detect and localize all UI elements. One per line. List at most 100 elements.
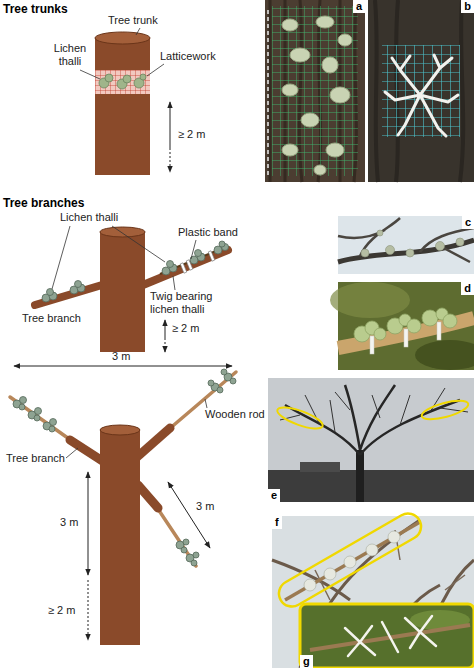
photo-d-part: [330, 282, 410, 318]
rod-drawing-part: [70, 440, 104, 462]
section-heading: Tree trunks: [3, 2, 68, 16]
panel-letter: b: [461, 0, 474, 13]
branch-drawing-part: [100, 232, 145, 352]
photo-c-part-part: [456, 238, 464, 246]
photo-d: [330, 282, 474, 370]
trunk-drawing-part-part: [123, 75, 131, 83]
branch-drawing-part: [180, 251, 215, 273]
trunk-drawing-part: [80, 28, 164, 79]
photo-d-part-part: [407, 319, 421, 333]
branch-drawing-part: [165, 320, 166, 338]
trunk-drawing-part-part: [105, 74, 113, 82]
photo-panel: c: [338, 216, 474, 274]
rod-drawing-part-part: [20, 397, 27, 404]
rod-drawing-part: [88, 580, 89, 640]
photo-a-part-part: [326, 143, 344, 157]
photo-d-part-part: [374, 328, 386, 340]
rod-drawing-part: [100, 430, 140, 645]
part-label: 3 m: [196, 500, 214, 513]
branch-drawing-part: [100, 227, 145, 237]
photo-d-part-part: [370, 336, 374, 354]
photo-a-part-part: [322, 57, 338, 73]
part-label: 3 m: [112, 350, 130, 363]
photo-d-part-part: [422, 310, 438, 326]
part-label: 3 m: [60, 516, 78, 529]
trunk-drawing-part: [170, 148, 171, 172]
branch-drawing-part-part: [219, 241, 225, 247]
rod-drawing-part: [14, 366, 232, 367]
rod-drawing-part-part: [19, 404, 25, 410]
part-label: Latticework: [160, 50, 216, 63]
branch-drawing-part-part: [52, 226, 70, 289]
photo-g-part: [345, 616, 436, 656]
rod-drawing: [10, 366, 236, 645]
branch-drawing-part-part: [208, 251, 215, 261]
rod-drawing-part: [168, 372, 236, 430]
branch-drawing-part-part: [195, 250, 202, 257]
photo-panel: b: [368, 0, 474, 182]
photo-e-part: [268, 378, 474, 502]
photo-e: [268, 378, 474, 502]
rod-drawing-part: [10, 397, 72, 441]
branch-drawing-part: [52, 226, 196, 290]
trunk-drawing-part: [95, 38, 150, 175]
photo-a-part-part: [301, 113, 319, 127]
rod-drawing-part: [88, 472, 89, 575]
panel-corner: b: [461, 0, 474, 13]
trunk-drawing: [80, 28, 170, 175]
branch-drawing-part: [35, 285, 102, 305]
photo-f-part: [285, 522, 420, 600]
panel-letter: d: [461, 282, 474, 295]
trunk-drawing-part-part: [80, 70, 100, 79]
photo-c-part-part: [406, 249, 414, 257]
rod-drawing-part-part: [221, 369, 227, 375]
part-label: ≥ 2 m: [178, 128, 205, 141]
photo-a-part-part: [282, 84, 298, 96]
part-label: Wooden rod: [205, 408, 265, 421]
rod-drawing-part-part: [183, 539, 189, 545]
photo-c-part: [338, 240, 474, 262]
photo-d-part-part: [443, 314, 457, 328]
branch-drawing-part-part: [173, 276, 175, 290]
photo-c-part-part: [386, 246, 395, 255]
photo-b-part: [375, 0, 463, 182]
rod-drawing-part-part: [35, 408, 42, 415]
photo-a-part: [272, 6, 358, 176]
photo-f-part: [274, 509, 426, 612]
photo-c-part-part: [361, 249, 369, 257]
photo-c-part: [361, 230, 464, 257]
panel-corner: g: [300, 655, 313, 668]
rod-drawing-part-part: [181, 547, 187, 553]
photo-d-part: [370, 322, 441, 354]
branch-drawing-part: [165, 338, 166, 352]
photo-a-part: [265, 0, 365, 182]
photo-a-part: [282, 16, 352, 175]
branch-drawing: [35, 226, 229, 352]
rod-drawing-part-part: [66, 448, 78, 458]
trunk-drawing-part-part: [136, 28, 140, 35]
photo-panel: g: [300, 604, 474, 668]
trunk-drawing-part: [95, 32, 150, 44]
branch-drawing-part-part: [47, 289, 54, 296]
photo-e-part: [275, 403, 325, 433]
rod-drawing-part-part: [191, 560, 197, 566]
section-heading: Tree branches: [3, 196, 84, 210]
photo-d-part-part: [437, 322, 441, 340]
part-label: Tree branch: [6, 452, 65, 465]
photo-f-part-part: [324, 568, 336, 580]
rod-drawing-part-part: [49, 426, 55, 432]
photo-a-part-part: [282, 19, 298, 31]
rod-drawing-part: [100, 425, 140, 435]
photo-e-part: [268, 470, 474, 502]
photo-b-part: [382, 45, 460, 137]
rod-drawing-part: [66, 399, 207, 458]
panel-corner: a: [353, 0, 365, 13]
panel-letter: c: [462, 216, 474, 229]
rod-drawing-part: [168, 482, 210, 548]
photo-d-part: [415, 340, 474, 370]
rod-drawing-part: [138, 485, 158, 508]
panel-corner: d: [461, 282, 474, 295]
branch-drawing-part-part: [167, 261, 174, 268]
photo-f-part-part: [304, 579, 316, 591]
